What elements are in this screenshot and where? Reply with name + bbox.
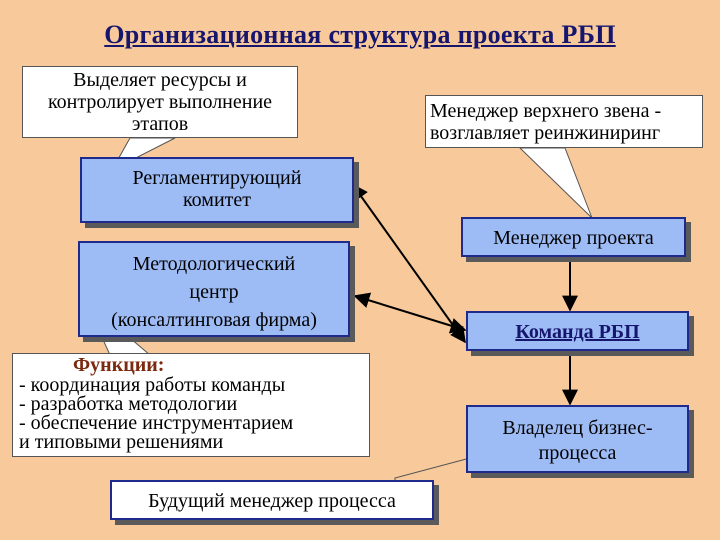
resources-callout: Выделяет ресурсы и контролирует выполнен… — [22, 66, 298, 138]
resources-callout-line: Выделяет ресурсы и — [73, 69, 247, 91]
method-center-line: Методологический — [132, 253, 296, 275]
arrow-method-to-team — [353, 292, 467, 334]
method-center-line: центр — [189, 281, 239, 303]
functions-item: - обеспечение инструментарием — [19, 412, 294, 434]
method-center-line: (консалтинговая фирма) — [111, 309, 317, 331]
functions-heading: Функции: — [73, 354, 165, 376]
functions-callout: Функции: - координация работы команды - … — [12, 353, 370, 457]
functions-item: - координация работы команды — [19, 374, 286, 396]
owner-box: Владелец бизнес- процесса — [466, 405, 689, 473]
slide-title: Организационная структура проекта РБП — [104, 20, 616, 49]
arrow-committee-to-team — [352, 183, 466, 344]
resources-callout-line: этапов — [131, 113, 189, 135]
team-box: Команда РБП — [466, 311, 689, 351]
team-label: Команда РБП — [515, 321, 640, 343]
top-manager-callout-line: возглавляет реинжиниринг — [430, 122, 661, 144]
owner-line: Владелец бизнес- — [502, 417, 653, 439]
top-manager-callout-tail — [518, 147, 593, 219]
committee-line: комитет — [182, 189, 252, 211]
committee-box: Регламентирующий комитет — [80, 157, 354, 223]
functions-item: - разработка методологии — [19, 393, 238, 415]
top-manager-callout: Менеджер верхнего звена - возглавляет ре… — [425, 95, 703, 148]
functions-item: и типовыми решениями — [19, 431, 224, 453]
owner-line: процесса — [538, 442, 617, 464]
future-manager-box: Будущий менеджер процесса — [110, 480, 434, 520]
resources-callout-line: контролирует выполнение — [47, 91, 273, 113]
method-center-box: Методологический центр (консалтинговая ф… — [78, 241, 350, 337]
top-manager-callout-line: Менеджер верхнего звена - — [430, 100, 662, 122]
committee-line: Регламентирующий — [132, 167, 302, 189]
project-manager-box: Менеджер проекта — [461, 217, 686, 257]
